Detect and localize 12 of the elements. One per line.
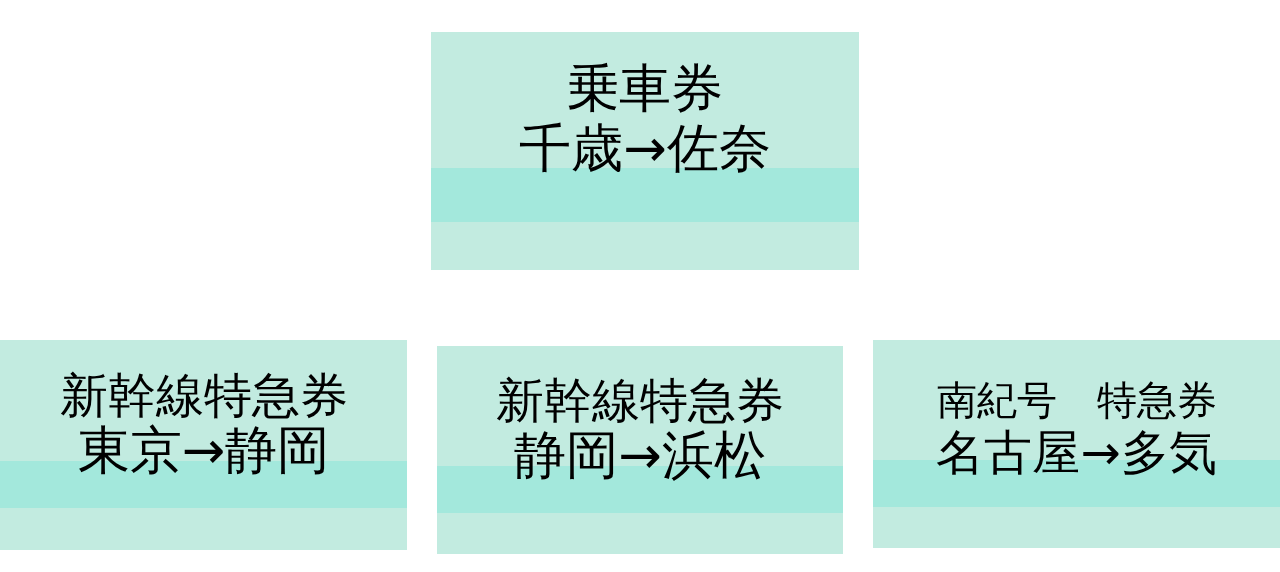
ticket-box [437,346,843,554]
ticket-title: 新幹線特急券 [59,371,348,419]
ticket-title: 南紀号 特急券 [936,380,1217,420]
ticket-box [0,340,407,550]
ticket-box [873,340,1280,548]
route-text: 東京→静岡 [77,424,330,476]
ticket-title: 新幹線特急券 [496,376,784,424]
route-text: 名古屋→多気 [936,428,1217,476]
ticket-title: 乗車券 [567,62,723,114]
route-text: 千歳→佐奈 [519,122,771,174]
ticket-box [431,32,859,270]
route-text: 静岡→浜松 [514,429,766,481]
